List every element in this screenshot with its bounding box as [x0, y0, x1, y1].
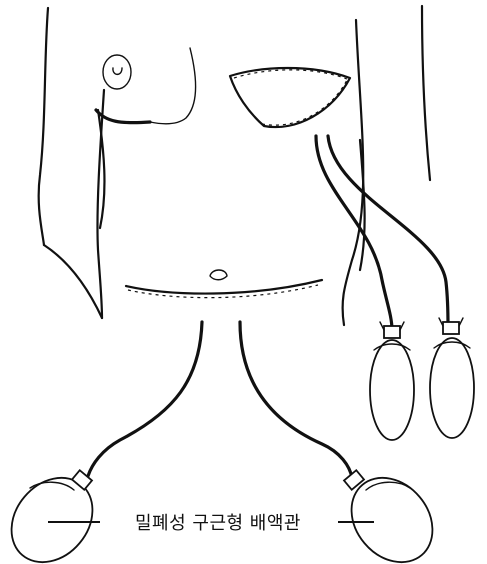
torso-outline [39, 6, 430, 325]
mastectomy-suture-line [230, 68, 350, 127]
umbilicus [210, 270, 227, 280]
drain-bulb-lower-left [0, 462, 109, 564]
nipple-marking [103, 55, 131, 89]
abdominal-suture-line [126, 280, 322, 298]
drain-bulb-lower-right [335, 462, 449, 564]
drain-bulb-upper-left [370, 322, 414, 440]
abdominal-drain-tubes [88, 322, 352, 478]
caption-label: 밀폐성 구근형 배액관 [135, 513, 301, 534]
caption-label-group: 밀폐성 구근형 배액관 [48, 506, 374, 538]
drain-bulb-upper-right [430, 318, 474, 438]
